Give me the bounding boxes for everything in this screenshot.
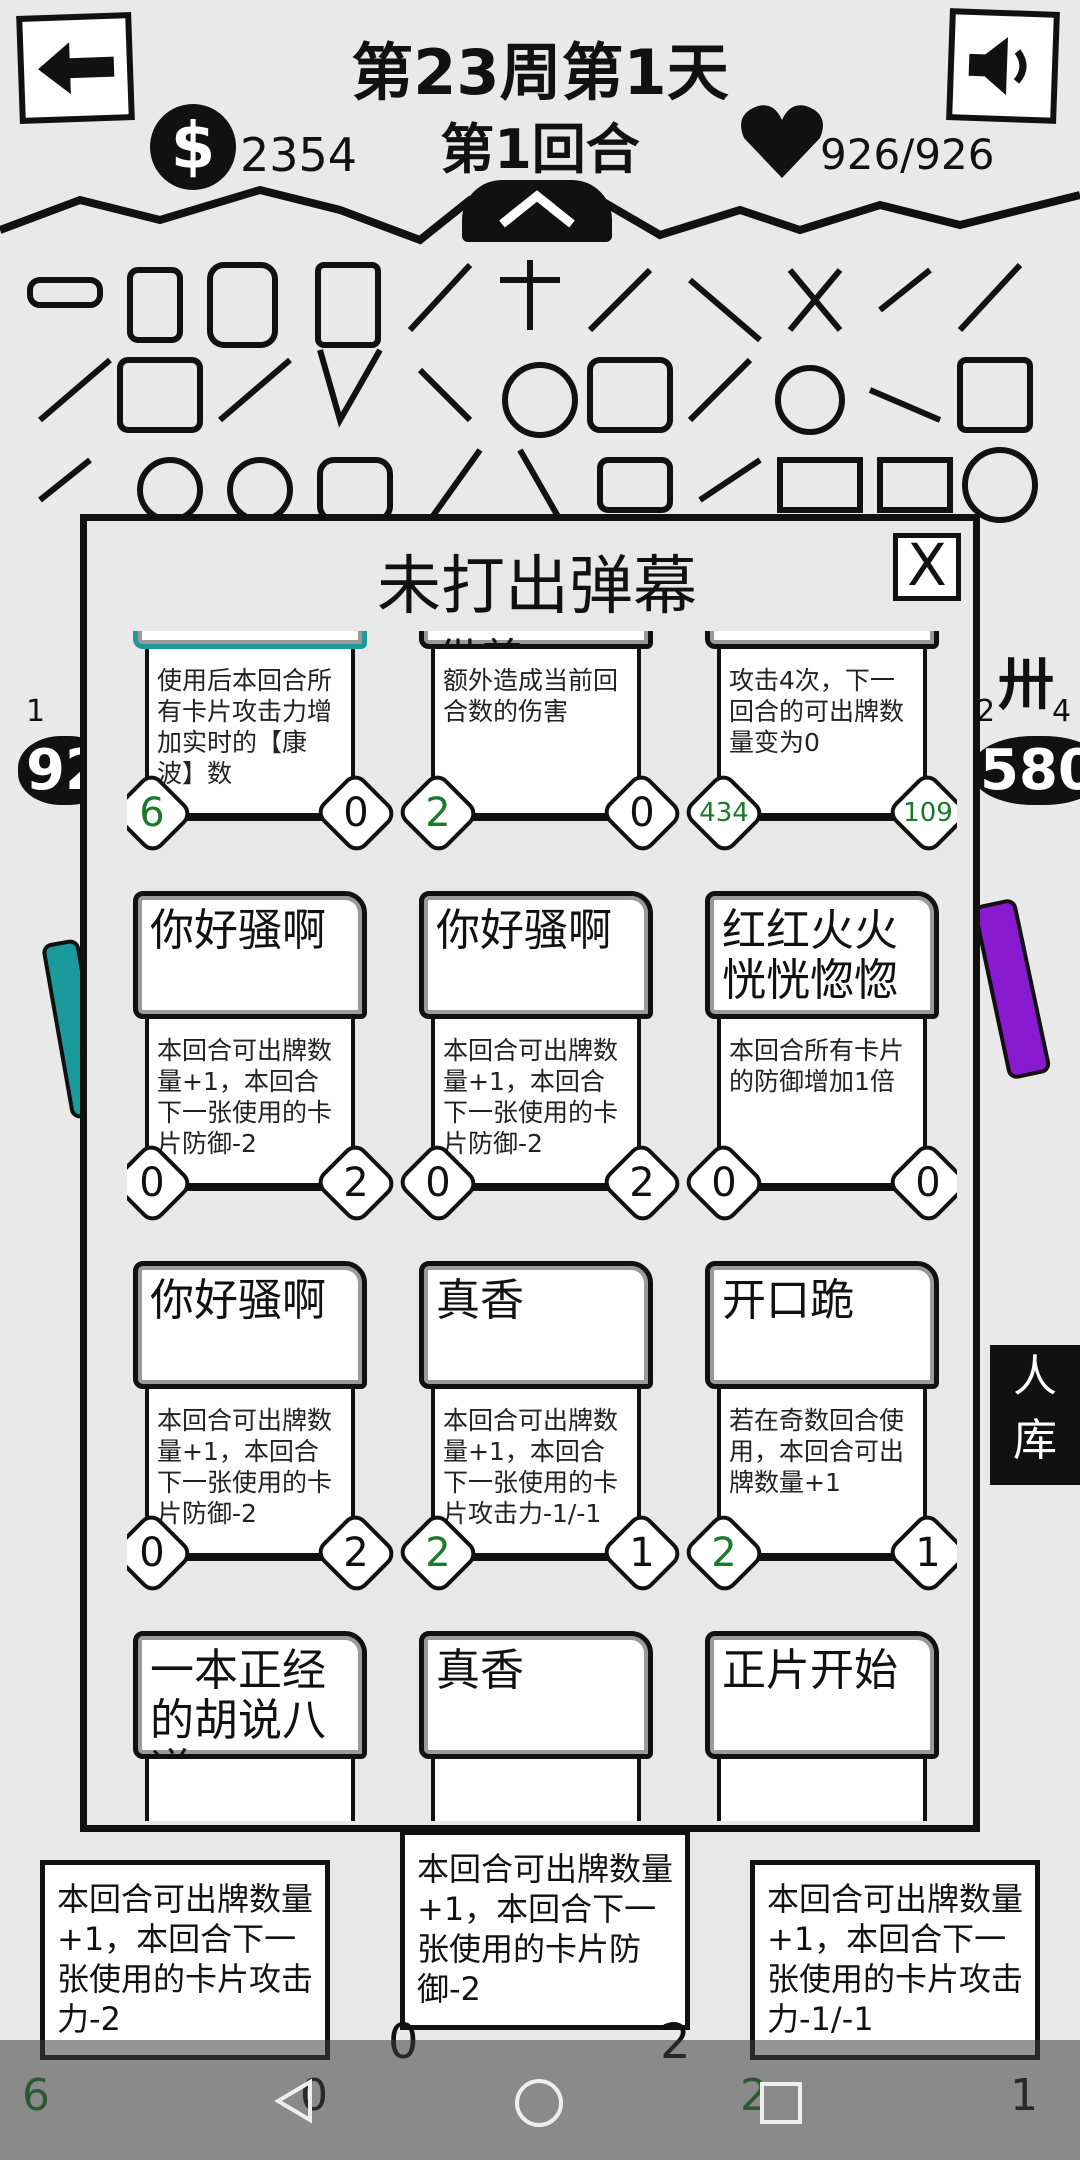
right-label-bottom: 库 [1013, 1415, 1057, 1466]
card-title: 你好骚啊 [133, 891, 367, 1019]
card-value: 2 [629, 1160, 655, 1206]
card-cost: 0 [139, 1530, 165, 1576]
modal-title: 未打出弹幕 [377, 550, 697, 624]
card-base-line [705, 1183, 941, 1191]
right-library-button[interactable]: 人 库 [990, 1345, 1080, 1485]
hand-card-1-body: 本回合可出牌数量+1，本回合下一张使用的卡片攻击力-2 [57, 1880, 314, 2038]
right-enemy-hp: 580 [972, 736, 1080, 805]
unplayed-cards-modal: 未打出弹幕 X 老板换碟使用后本回合所有卡片攻击力增加实时的【康波】数60爱的目… [80, 514, 980, 1832]
card-value: 0 [343, 790, 369, 836]
card-item[interactable]: 一本正经的胡说八道 [127, 1631, 385, 1821]
card-title: 开口跪 [705, 1261, 939, 1389]
card-base-line [133, 1183, 369, 1191]
card-description: 攻击4次，下一回合的可出牌数量变为0 [717, 649, 927, 817]
card-description: 额外造成当前回合数的伤害 [431, 649, 641, 817]
hand-card-3-body: 本回合可出牌数量+1，本回合下一张使用的卡片攻击力-1/-1 [767, 1880, 1024, 2038]
card-cost: 0 [139, 1160, 165, 1206]
left-small-number: 1 [26, 694, 46, 729]
hand-card-2[interactable]: 本回合可出牌数量+1，本回合下一张使用的卡片防御-2 [400, 1830, 690, 2030]
card-base-line [419, 1183, 655, 1191]
right-symbol: 卅 [998, 653, 1054, 718]
card-description: 若在奇数回合使用，本回合可出牌数量+1 [717, 1389, 927, 1557]
close-button[interactable]: X [893, 533, 961, 601]
card-description: 使用后本回合所有卡片攻击力增加实时的【康波】数 [145, 649, 355, 817]
card-title: 爱的目杀，再问供养 [419, 631, 653, 649]
right-small-number-b: 4 [1052, 694, 1072, 729]
card-description: 本回合可出牌数量+1，本回合下一张使用的卡片攻击力-1/-1 [431, 1389, 641, 1557]
card-base-line [419, 813, 655, 821]
card-cost: 0 [711, 1160, 737, 1206]
card-cost: 0 [425, 1160, 451, 1206]
nav-home-icon[interactable] [512, 2076, 566, 2130]
card-title: 我们不一样 [705, 631, 939, 649]
card-description: 本回合所有卡片的防御增加1倍 [717, 1019, 927, 1187]
card-title: 你好骚啊 [133, 1261, 367, 1389]
expand-tab[interactable] [462, 180, 612, 242]
card-value: 2 [343, 1530, 369, 1576]
heart-icon [741, 105, 823, 178]
card-list[interactable]: 老板换碟使用后本回合所有卡片攻击力增加实时的【康波】数60爱的目杀，再问供养额外… [127, 631, 957, 1821]
system-navigation-bar [0, 2040, 1080, 2160]
card-cost: 2 [425, 790, 451, 836]
hp-value: 926/926 [820, 130, 995, 179]
speaker-icon [968, 37, 1027, 96]
right-small-number-a: 2 [976, 694, 996, 729]
card-title: 真香 [419, 1261, 653, 1389]
card-base-line [419, 1553, 655, 1561]
right-character-arm [971, 897, 1053, 1081]
card-value: 2 [343, 1160, 369, 1206]
card-cost: 434 [699, 798, 749, 828]
card-item[interactable]: 老板换碟使用后本回合所有卡片攻击力增加实时的【康波】数6 0 [127, 631, 400, 861]
collected-items-icons[interactable] [0, 250, 1080, 630]
card-description [717, 1759, 927, 1821]
card-cost: 6 [139, 790, 165, 836]
money-value: 2354 [240, 128, 358, 182]
card-base-line [705, 1553, 941, 1561]
card-description: 本回合可出牌数量+1，本回合下一张使用的卡片防御-2 [145, 1389, 355, 1557]
card-cost: 2 [425, 1530, 451, 1576]
sound-button[interactable] [946, 8, 1060, 124]
card-title: 正片开始 [705, 1631, 939, 1759]
card-base-line [133, 1553, 369, 1561]
week-day-title: 第23周第1天 [351, 36, 729, 109]
card-value: 0 [915, 1160, 941, 1206]
card-title: 老板换碟 [133, 631, 367, 649]
card-item[interactable]: 爱的目杀，再问供养额外造成当前回合数的伤害2 0 [394, 631, 686, 861]
right-label-top: 人 [1013, 1351, 1057, 1402]
card-title: 红红火火恍恍惚惚 [705, 891, 939, 1019]
card-description [145, 1759, 355, 1821]
hand-card-2-body: 本回合可出牌数量+1，本回合下一张使用的卡片防御-2 [417, 1850, 674, 2008]
back-arrow-icon [37, 42, 114, 95]
card-value: 1 [629, 1530, 655, 1576]
card-description: 本回合可出牌数量+1，本回合下一张使用的卡片防御-2 [145, 1019, 355, 1187]
back-button[interactable] [16, 12, 135, 124]
card-description [431, 1759, 641, 1821]
nav-recents-icon[interactable] [756, 2078, 806, 2128]
card-value: 0 [629, 790, 655, 836]
card-description: 本回合可出牌数量+1，本回合下一张使用的卡片防御-2 [431, 1019, 641, 1187]
card-base-line [133, 813, 369, 821]
card-base-line [705, 813, 941, 821]
nav-back-icon[interactable] [270, 2076, 320, 2126]
money-icon: $ [150, 104, 236, 190]
round-title: 第1回合 [440, 118, 640, 181]
card-item[interactable]: 正片开始 [699, 1631, 957, 1821]
card-cost: 2 [711, 1530, 737, 1576]
chevron-up-icon [499, 190, 575, 228]
card-title: 你好骚啊 [419, 891, 653, 1019]
hand-card-1[interactable]: 本回合可出牌数量+1，本回合下一张使用的卡片攻击力-2 [40, 1860, 330, 2060]
card-item[interactable]: 真香 [413, 1631, 671, 1821]
card-title: 真香 [419, 1631, 653, 1759]
card-value: 1 [915, 1530, 941, 1576]
card-title: 一本正经的胡说八道 [133, 1631, 367, 1759]
card-value: 109 [903, 798, 953, 828]
hand-card-3[interactable]: 本回合可出牌数量+1，本回合下一张使用的卡片攻击力-1/-1 [750, 1860, 1040, 2060]
